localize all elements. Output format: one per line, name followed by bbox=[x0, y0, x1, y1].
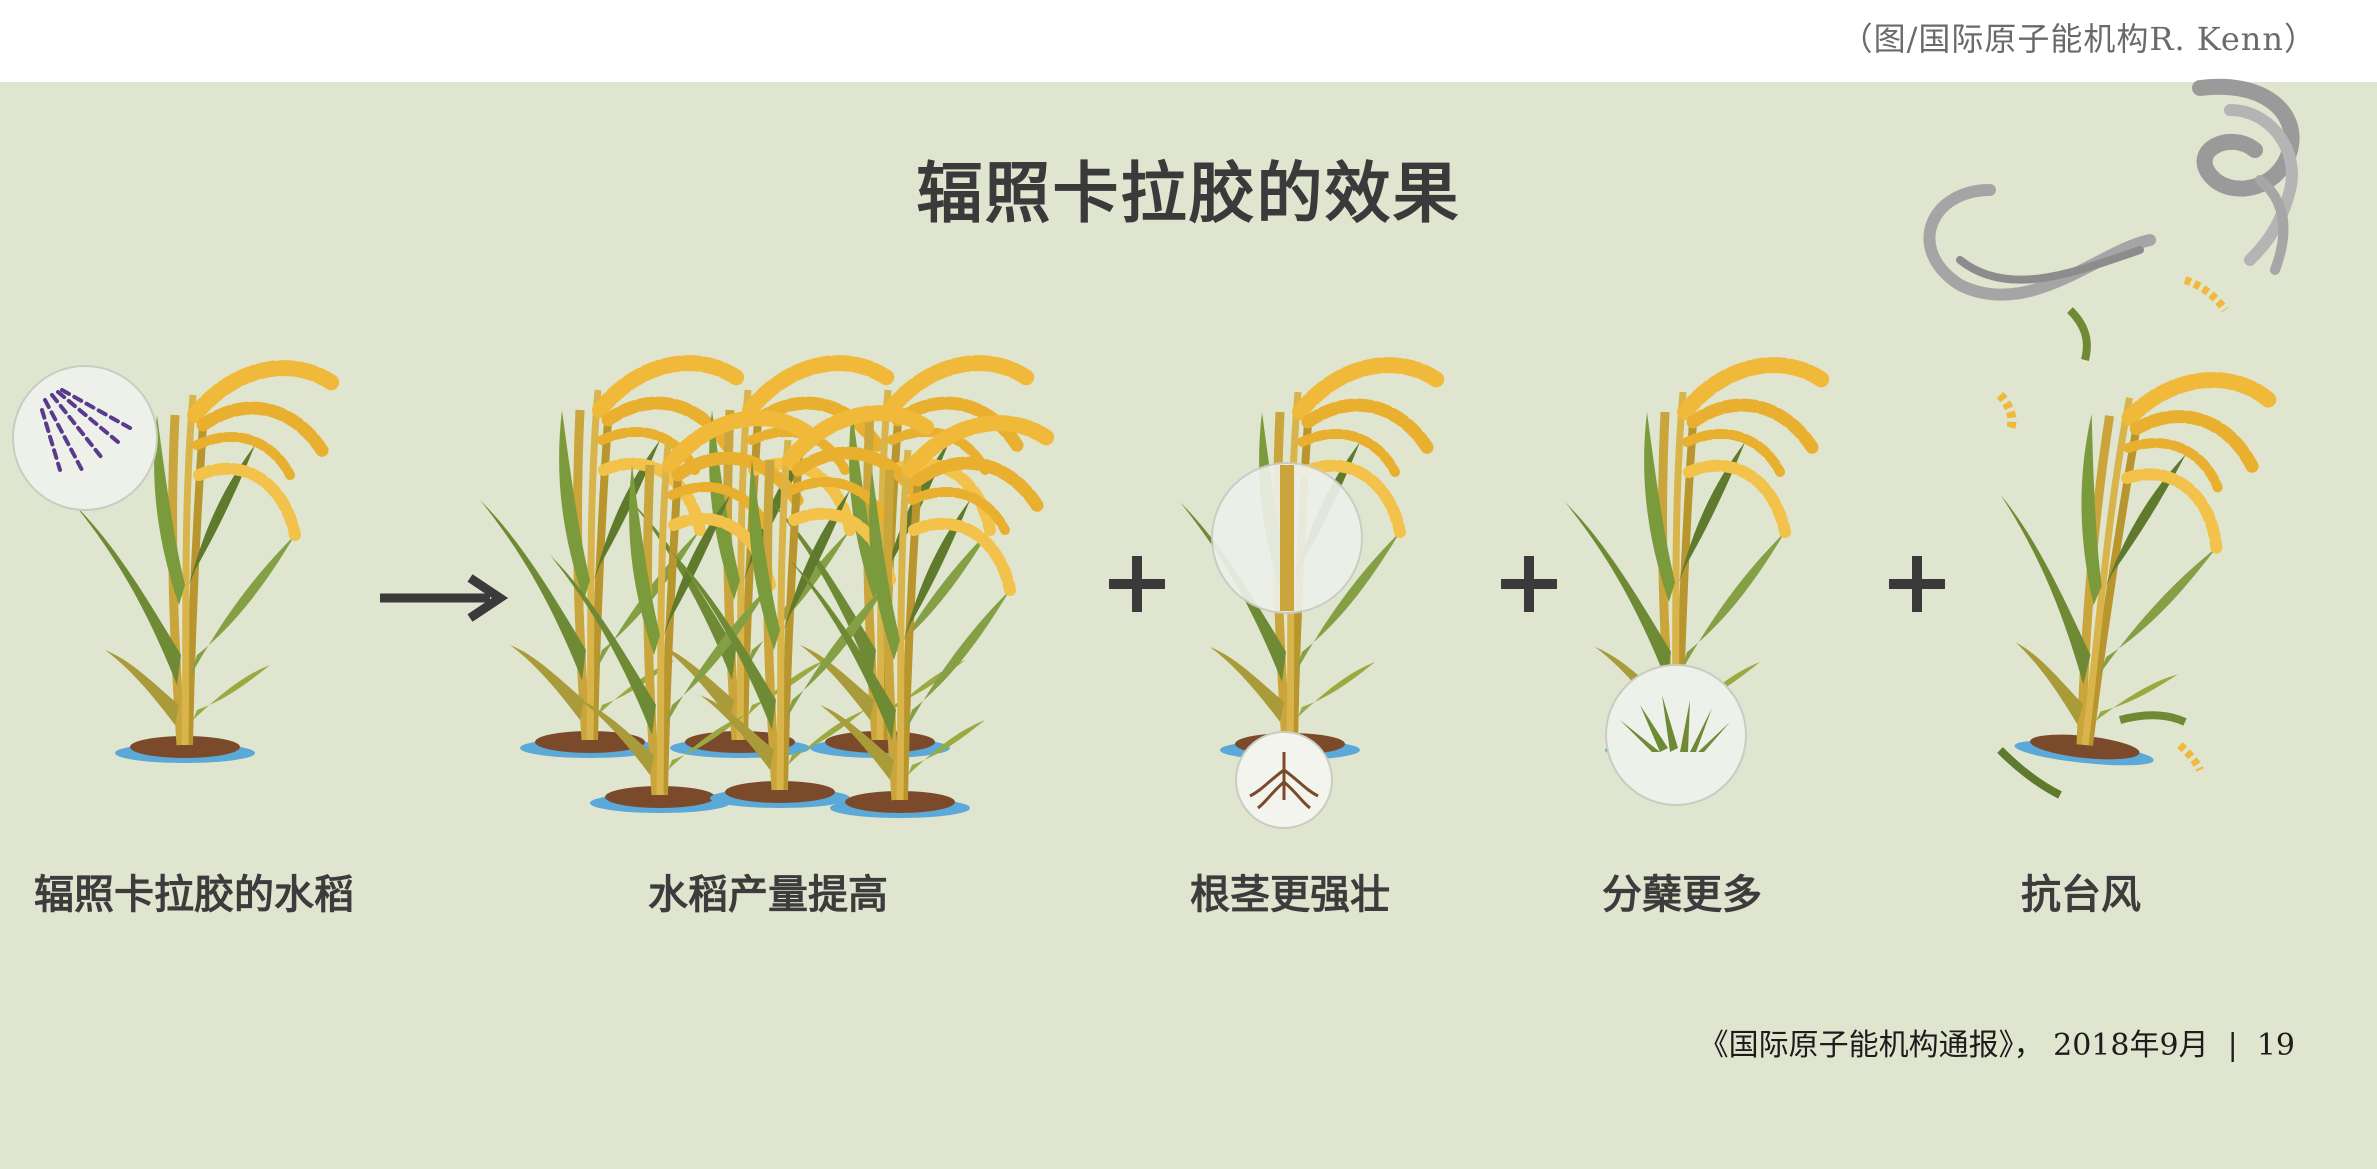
roots-icon bbox=[1235, 731, 1333, 829]
plus-icon bbox=[1889, 556, 1945, 612]
spray-icon bbox=[12, 365, 158, 511]
tiller-closeup-circle bbox=[1605, 664, 1747, 806]
plus-icon bbox=[1501, 556, 1557, 612]
top-bar: （图/国际原子能机构R. Kenn） bbox=[0, 0, 2377, 82]
label-typhoon-resistance: 抗台风 bbox=[2021, 872, 2141, 918]
label-irradiated-rice: 辐照卡拉胶的水稻 bbox=[34, 872, 354, 918]
rice-field-cluster bbox=[480, 363, 1050, 818]
arrow-right-icon bbox=[380, 574, 509, 622]
rice-plant-wind bbox=[1974, 307, 2274, 799]
diagram-panel bbox=[0, 82, 2377, 1169]
page-footer: 《国际原子能机构通报》， 2018年9月 | 19 bbox=[1698, 1028, 2295, 1063]
plus-icon bbox=[1109, 556, 1165, 612]
label-higher-yield: 水稻产量提高 bbox=[648, 872, 888, 918]
label-stronger-roots: 根茎更强壮 bbox=[1190, 872, 1390, 918]
diagram-title: 辐照卡拉胶的效果 bbox=[916, 155, 1461, 232]
image-credit: （图/国际原子能机构R. Kenn） bbox=[1840, 20, 2317, 58]
label-more-tillers: 分蘖更多 bbox=[1602, 872, 1762, 918]
typhoon-icon bbox=[1923, 78, 2300, 313]
stem-closeup-circle bbox=[1211, 462, 1363, 614]
